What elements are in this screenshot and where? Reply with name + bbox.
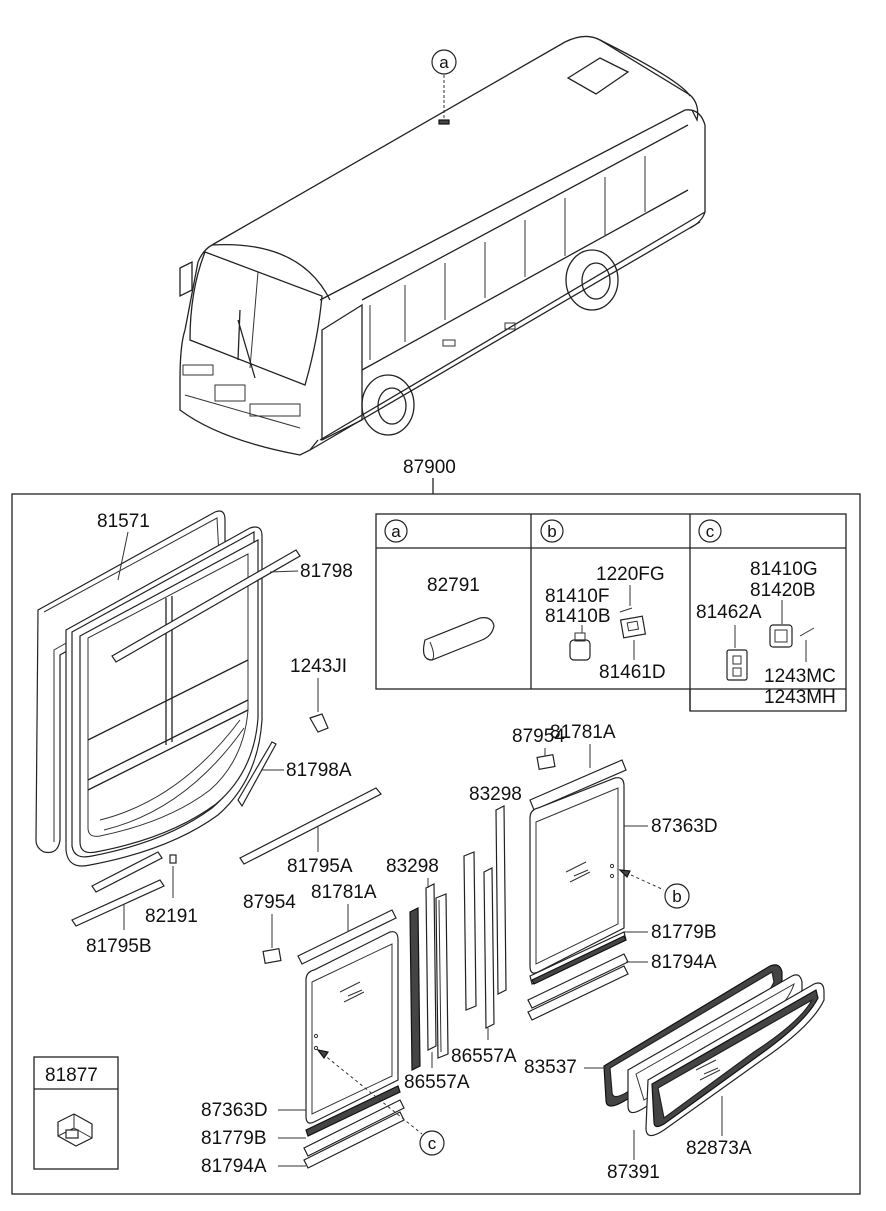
channels	[409, 805, 507, 1071]
label-81781A-mid: 81781A	[311, 882, 377, 903]
part-82191-strip	[91, 851, 163, 893]
label-81781A-top: 81781A	[550, 722, 616, 743]
part-box-81877: 81877	[33, 1056, 119, 1170]
label-82191: 82191	[145, 906, 198, 927]
rear-quarter-glass	[603, 964, 825, 1137]
label-87954-top: 87954	[512, 726, 565, 747]
label-81779B-bot: 81779B	[201, 1128, 267, 1149]
label-81795B: 81795B	[86, 936, 152, 957]
label-87954-mid: 87954	[243, 892, 296, 913]
main-part-label: 87900	[403, 457, 456, 478]
label-81794A-top: 81794A	[651, 952, 717, 973]
inset-b-81410B: 81410B	[545, 606, 611, 627]
inset-b-letter: b	[547, 522, 556, 541]
part-81795B	[71, 879, 165, 927]
part-81795A	[239, 787, 382, 865]
label-81571: 81571	[97, 511, 150, 532]
label-87391: 87391	[607, 1162, 660, 1183]
callout-b	[664, 883, 690, 909]
inset-table: a b c 82791 1220FG 81410F 81410B 81461D …	[375, 513, 847, 712]
inset-b-81410F: 81410F	[545, 586, 609, 607]
label-81779B-top: 81779B	[651, 922, 717, 943]
label-83298-mid: 83298	[386, 856, 439, 877]
inset-a-letter: a	[391, 522, 401, 541]
inset-b-81461D: 81461D	[599, 662, 666, 683]
inset-c-81410G: 81410G	[750, 559, 818, 580]
label-81794A-bot: 81794A	[201, 1156, 267, 1177]
inset-c-1243MC: 1243MC	[764, 666, 836, 687]
main-frame	[11, 493, 861, 1195]
label-1243JI: 1243JI	[290, 656, 347, 677]
label-86557A-a: 86557A	[451, 1046, 517, 1067]
label-83298-top: 83298	[469, 784, 522, 805]
label-82873A: 82873A	[686, 1138, 752, 1159]
inset-c-1243MH: 1243MH	[764, 687, 836, 708]
inset-c-letter: c	[706, 522, 715, 541]
callout-b-text: b	[672, 887, 681, 906]
inset-c-81420B: 81420B	[750, 580, 816, 601]
inset-a-part: 82791	[427, 575, 480, 596]
label-81798A: 81798A	[286, 760, 352, 781]
inset-b-1220FG: 1220FG	[596, 564, 665, 585]
label-87363D-top: 87363D	[651, 816, 718, 837]
part-82191	[169, 854, 177, 864]
front-door-assembly	[35, 510, 301, 867]
callout-a-bus: a	[431, 49, 457, 75]
label-81798: 81798	[300, 561, 353, 582]
inset-c-81462A: 81462A	[696, 602, 762, 623]
bus-illustration	[179, 35, 706, 456]
left-window-glass-bottom	[262, 909, 405, 1169]
label-81877: 81877	[45, 1065, 98, 1086]
label-87363D-bot: 87363D	[201, 1100, 268, 1121]
callout-c-text: c	[428, 1134, 437, 1153]
label-81795A: 81795A	[287, 856, 353, 877]
label-86557A-b: 86557A	[404, 1072, 470, 1093]
right-window-glass-top	[527, 754, 629, 1021]
label-83537: 83537	[524, 1057, 577, 1078]
callout-a-text: a	[439, 53, 449, 72]
callout-c	[419, 1130, 445, 1156]
